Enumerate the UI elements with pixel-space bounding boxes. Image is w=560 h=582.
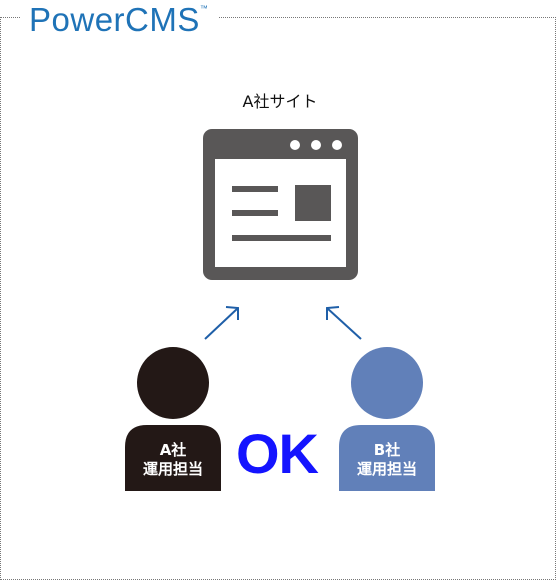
browser-window-icon <box>203 129 358 280</box>
arrow-b-to-site <box>326 306 362 340</box>
person-b-role: 運用担当 <box>356 460 417 478</box>
person-b-icon <box>339 347 435 491</box>
person-a-icon <box>125 347 221 491</box>
person-a-company: A社 <box>159 441 187 459</box>
person-b-label: B社 運用担当 <box>339 441 435 479</box>
ok-status: OK <box>236 422 319 485</box>
arrow-a-to-site <box>204 306 239 340</box>
diagram-frame <box>0 17 556 580</box>
powercms-logo: PowerCMS ™ <box>21 0 218 38</box>
logo-text: PowerCMS <box>29 1 200 38</box>
person-a-label: A社 運用担当 <box>125 441 221 479</box>
site-title: A社サイト <box>242 92 318 111</box>
person-a-role: 運用担当 <box>142 460 203 478</box>
logo-trademark: ™ <box>199 4 208 13</box>
person-b-company: B社 <box>373 441 401 459</box>
